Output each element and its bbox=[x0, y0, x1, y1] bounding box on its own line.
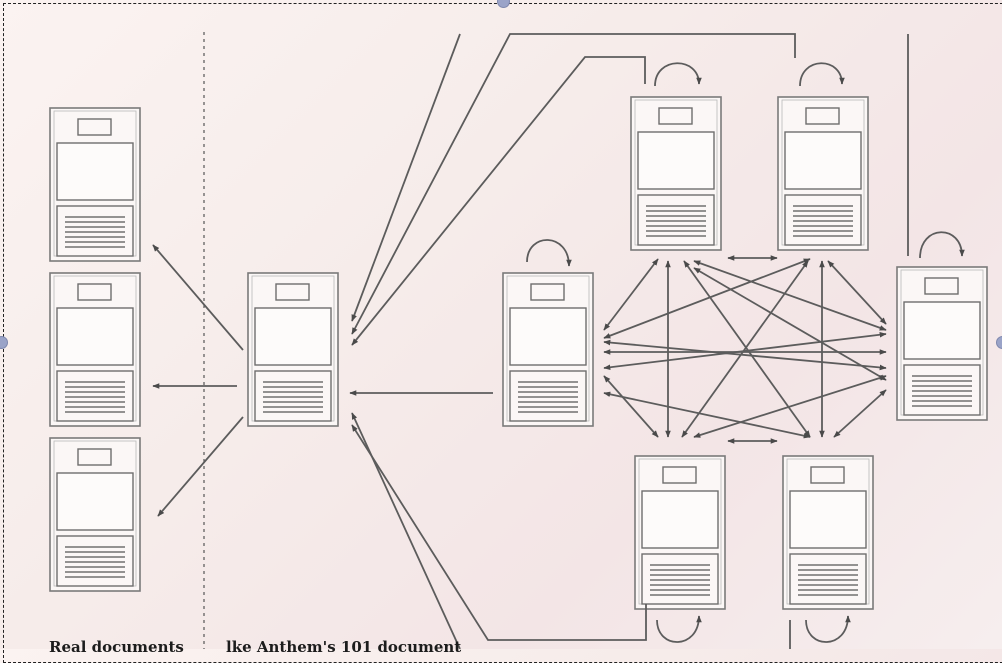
self-loop-arrow-icon bbox=[799, 62, 845, 87]
mesh-arrow bbox=[681, 260, 809, 438]
document-icon bbox=[896, 266, 988, 421]
self-loop-arrow-icon bbox=[805, 615, 851, 643]
document-icon bbox=[630, 96, 722, 251]
incoming-line-5 bbox=[351, 412, 461, 649]
incoming-line-2 bbox=[351, 33, 796, 335]
mesh-arrow bbox=[827, 260, 887, 325]
document-icon bbox=[782, 455, 874, 610]
mesh-arrow bbox=[693, 375, 887, 438]
arrow-to-real-doc-1 bbox=[152, 244, 244, 351]
self-loop-arrow-icon bbox=[654, 62, 702, 87]
document-icon bbox=[777, 96, 869, 251]
mesh-arrow bbox=[833, 389, 887, 438]
document-icon bbox=[49, 272, 141, 427]
arrow-to-real-doc-3 bbox=[157, 416, 244, 517]
mesh-arrow bbox=[603, 258, 811, 339]
document-icon bbox=[634, 455, 726, 610]
incoming-line-3 bbox=[351, 56, 646, 346]
document-icon bbox=[49, 107, 141, 262]
document-icon bbox=[49, 437, 141, 592]
mesh-arrow bbox=[603, 258, 659, 331]
self-loop-arrow-icon bbox=[919, 231, 965, 259]
mesh-arrow bbox=[603, 391, 811, 439]
selection-handle-top[interactable] bbox=[497, 0, 510, 8]
selection-handle-left[interactable] bbox=[0, 336, 8, 349]
mesh-arrow bbox=[683, 260, 811, 438]
caption-center-document: lke Anthem's 101 document bbox=[226, 638, 462, 656]
incoming-line-6 bbox=[351, 424, 647, 641]
mesh-arrow bbox=[603, 375, 659, 438]
incoming-line-1 bbox=[351, 33, 461, 322]
document-icon bbox=[502, 272, 594, 427]
mesh-arrow bbox=[603, 331, 887, 371]
mesh-arrow bbox=[693, 260, 887, 331]
document-network-diagram bbox=[49, 32, 988, 649]
caption-real-documents: Real documents bbox=[49, 638, 184, 656]
selection-handle-right[interactable] bbox=[996, 336, 1002, 349]
self-loop-arrow-icon bbox=[526, 239, 572, 267]
self-loop-arrow-icon bbox=[656, 615, 702, 643]
document-icon bbox=[247, 272, 339, 427]
